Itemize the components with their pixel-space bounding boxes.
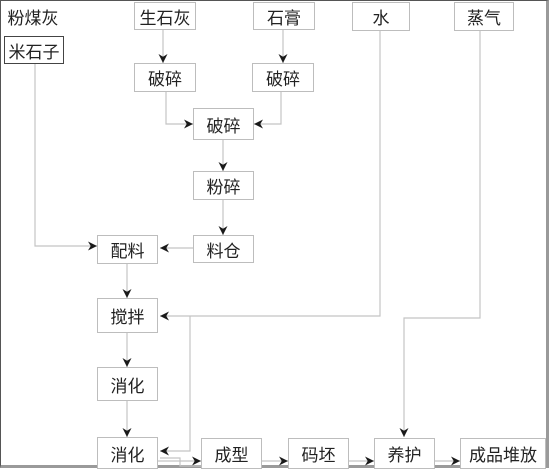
edge-steam-curing — [399, 31, 481, 437]
edge-crushgypsum-crushmix — [254, 92, 282, 129]
node-steam: 蒸气 — [454, 2, 514, 31]
node-rice-stone: 米石子 — [4, 36, 64, 64]
node-gypsum: 石膏 — [253, 2, 315, 30]
node-forming: 成型 — [201, 438, 262, 469]
node-stacking: 码坯 — [288, 438, 349, 469]
edge-return-digest2 — [160, 316, 191, 456]
node-water: 水 — [352, 2, 410, 31]
node-mixing: 搅拌 — [97, 298, 158, 333]
node-crush-mix: 破碎 — [193, 108, 254, 140]
node-fly-ash: 粉煤灰 — [3, 2, 63, 30]
node-curing: 养护 — [374, 438, 435, 469]
node-silo: 料仓 — [193, 235, 254, 263]
node-crush-gypsum: 破碎 — [252, 63, 314, 92]
node-crush-lime: 破碎 — [134, 63, 196, 92]
edge-ricestone-batching — [34, 64, 97, 251]
edge-water-mixing — [160, 31, 381, 321]
node-batching: 配料 — [97, 235, 158, 264]
node-digest1: 消化 — [97, 367, 158, 401]
node-quicklime: 生石灰 — [134, 2, 196, 30]
edge-crushlime-crushmix — [165, 92, 193, 129]
node-digest2: 消化 — [97, 437, 158, 469]
node-product-stack: 成品堆放 — [460, 438, 546, 469]
node-pulverize: 粉碎 — [193, 171, 254, 200]
